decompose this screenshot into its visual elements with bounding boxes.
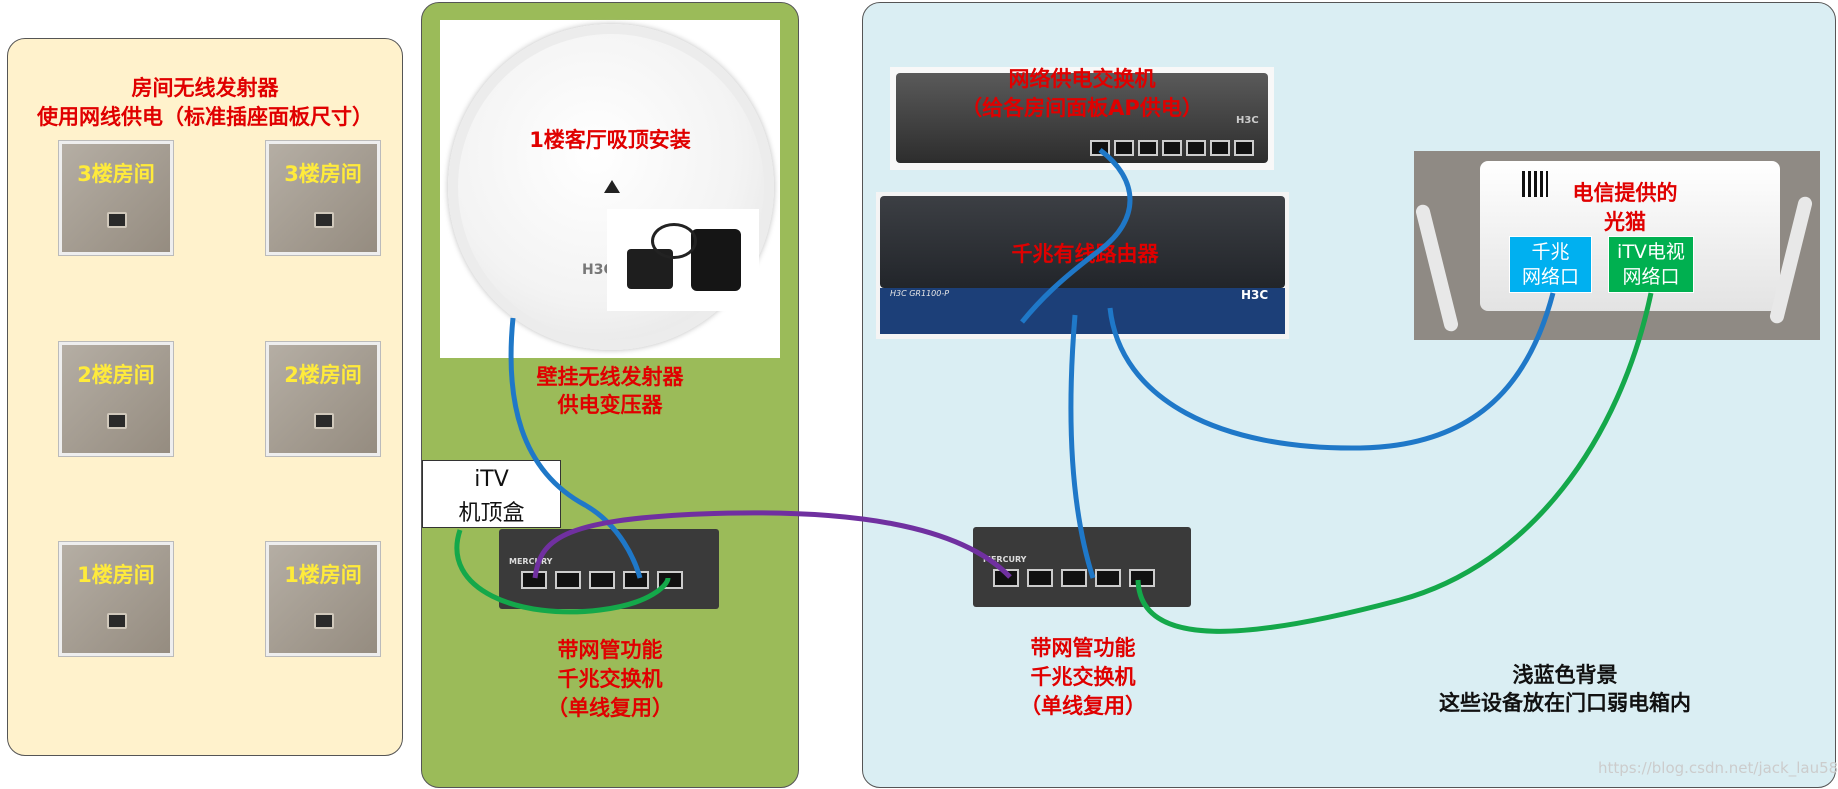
blue-cable-router-to-switch bbox=[1068, 314, 1096, 579]
rj45-jack-icon bbox=[107, 212, 127, 228]
right-switch-line2: 千兆交换机 bbox=[1030, 665, 1136, 689]
switch-port bbox=[1129, 569, 1155, 587]
adapter-cable-icon bbox=[651, 223, 697, 259]
switch-port bbox=[1061, 569, 1087, 587]
rj45-jack-icon bbox=[314, 613, 334, 629]
switch-port bbox=[589, 571, 615, 589]
right-switch-line3: （单线复用） bbox=[1020, 694, 1146, 718]
modem-gigabit-port-label: 千兆 网络口 bbox=[1509, 236, 1592, 293]
wall-plate-ap: 1楼房间 bbox=[266, 542, 380, 656]
note-line2: 这些设备放在门口弱电箱内 bbox=[1439, 691, 1691, 715]
modem-label-line2: 光猫 bbox=[1604, 210, 1646, 234]
green-cable-switch-to-modem bbox=[1135, 292, 1654, 634]
poe-port bbox=[1162, 140, 1182, 156]
itv-stb-box: iTV 机顶盒 bbox=[422, 460, 561, 528]
poe-port bbox=[1138, 140, 1158, 156]
blue-cable-poe-to-router bbox=[1020, 148, 1133, 324]
itv-stb-line1: iTV bbox=[474, 467, 509, 492]
rj45-jack-icon bbox=[314, 212, 334, 228]
wall-plate-ap: 2楼房间 bbox=[59, 342, 173, 456]
poe-port bbox=[1210, 140, 1230, 156]
itv-port-line2: 网络口 bbox=[1622, 266, 1680, 288]
switch-port bbox=[1095, 569, 1121, 587]
router-top bbox=[880, 196, 1285, 288]
gigabit-port-line1: 千兆 bbox=[1531, 241, 1570, 263]
middle-switch-line2: 千兆交换机 bbox=[557, 667, 663, 691]
adapter-label-line2: 供电变压器 bbox=[557, 393, 663, 417]
itv-port-line1: iTV电视 bbox=[1617, 241, 1685, 263]
router-brand-logo: H3C bbox=[1241, 288, 1269, 302]
plate-label: 3楼房间 bbox=[284, 162, 362, 186]
wall-plate-ap: 3楼房间 bbox=[59, 141, 173, 255]
blue-cable-ap-to-switch bbox=[508, 317, 643, 579]
rj45-jack-icon bbox=[314, 413, 334, 429]
switch-port bbox=[1027, 569, 1053, 587]
left-title-line1: 房间无线发射器 bbox=[131, 76, 279, 100]
middle-switch-line3: （单线复用） bbox=[547, 696, 673, 720]
modem-itv-port-label: iTV电视 网络口 bbox=[1608, 236, 1694, 293]
modem-label-line1: 电信提供的 bbox=[1572, 181, 1678, 205]
watermark: https://blog.csdn.net/jack_lau58 bbox=[1598, 759, 1838, 777]
poe-label-line2: （给各房间面板AP供电） bbox=[961, 96, 1203, 120]
plate-label: 1楼房间 bbox=[77, 563, 155, 587]
plate-label: 2楼房间 bbox=[284, 363, 362, 387]
green-cable-stb-to-switch bbox=[454, 529, 671, 615]
switch-brand: MERCURY bbox=[509, 557, 553, 566]
wall-plate-ap: 1楼房间 bbox=[59, 542, 173, 656]
router-front bbox=[880, 288, 1285, 334]
poe-label-line1: 网络供电交换机 bbox=[1008, 67, 1156, 91]
adapter-label-line1: 壁挂无线发射器 bbox=[536, 365, 684, 389]
wall-plate-ap: 3楼房间 bbox=[266, 141, 380, 255]
blue-cable-router-to-modem bbox=[1107, 292, 1556, 451]
adapter-body-icon bbox=[691, 229, 741, 291]
purple-cable-switch-to-switch bbox=[532, 510, 1012, 579]
poe-brand-logo: H3C bbox=[1236, 115, 1259, 126]
rj45-jack-icon bbox=[107, 613, 127, 629]
poe-switch-body bbox=[896, 73, 1268, 163]
poe-port bbox=[1186, 140, 1206, 156]
ap-indicator-icon bbox=[604, 180, 620, 193]
qr-code-icon bbox=[1522, 171, 1548, 197]
right-switch-line1: 带网管功能 bbox=[1030, 636, 1136, 660]
switch-brand: MERCURY bbox=[983, 555, 1027, 564]
middle-managed-switch: MERCURY bbox=[499, 529, 719, 609]
plate-label: 2楼房间 bbox=[77, 363, 155, 387]
poe-port bbox=[1114, 140, 1134, 156]
router-model: H3C GR1100-P bbox=[890, 289, 950, 298]
plate-label: 3楼房间 bbox=[77, 162, 155, 186]
ap-label: 1楼客厅吸顶安装 bbox=[529, 128, 691, 152]
left-title-line2: 使用网线供电（标准插座面板尺寸） bbox=[37, 105, 373, 129]
switch-port bbox=[555, 571, 581, 589]
ap-brand-logo: H3C bbox=[582, 262, 614, 278]
middle-switch-line1: 带网管功能 bbox=[557, 638, 663, 662]
wall-plate-ap: 2楼房间 bbox=[266, 342, 380, 456]
plate-label: 1楼房间 bbox=[284, 563, 362, 587]
itv-stb-line2: 机顶盒 bbox=[458, 501, 525, 526]
gigabit-port-line2: 网络口 bbox=[1521, 266, 1579, 288]
rj45-jack-icon bbox=[107, 413, 127, 429]
poe-switch-photo: H3C bbox=[890, 67, 1274, 170]
power-adapter-photo bbox=[607, 209, 759, 311]
poe-port bbox=[1234, 140, 1254, 156]
note-line1: 浅蓝色背景 bbox=[1512, 663, 1618, 687]
